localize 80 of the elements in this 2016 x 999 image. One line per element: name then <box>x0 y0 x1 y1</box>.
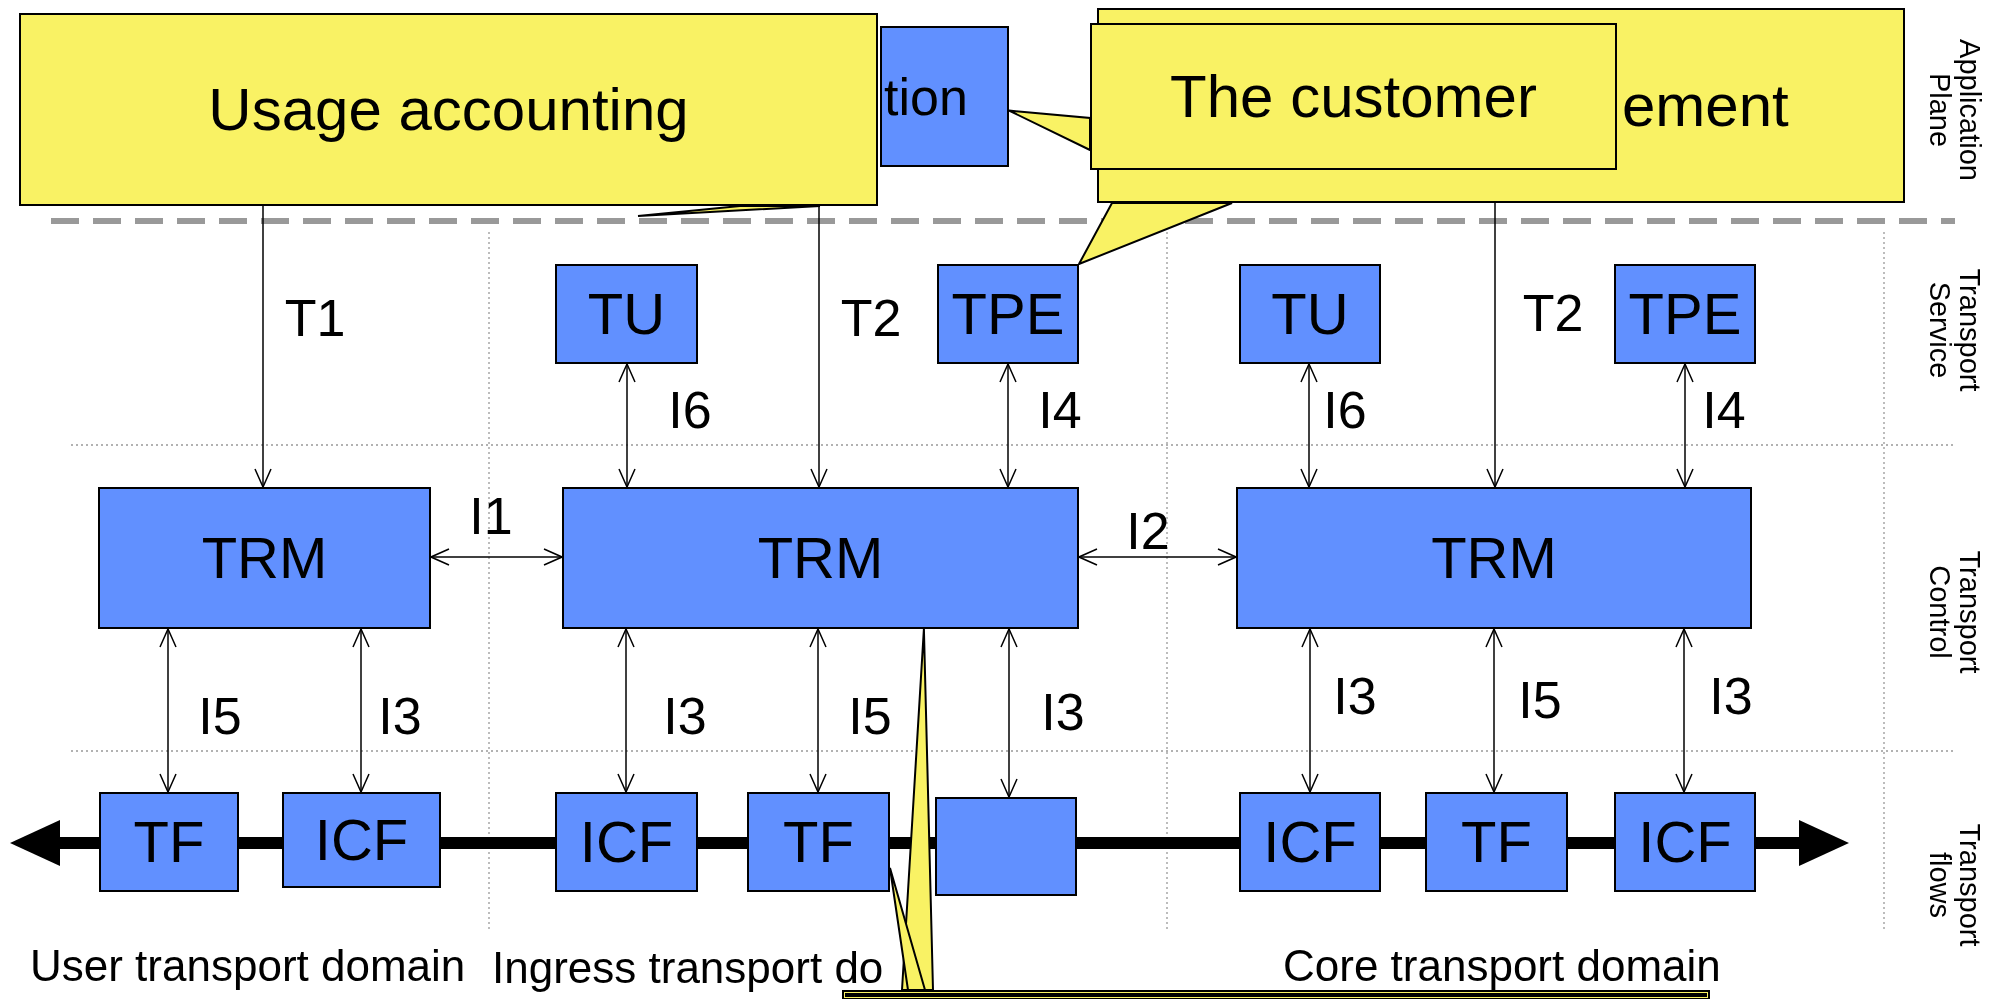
domain-label: Core transport domain <box>1283 944 1721 988</box>
edge-label: I3 <box>1041 686 1085 738</box>
callout-pointer <box>889 867 927 991</box>
process-box <box>1239 264 1381 364</box>
arrow <box>1078 548 1237 566</box>
node-label: TU <box>1271 285 1349 343</box>
node-label: tion <box>884 70 968 123</box>
arrow <box>809 628 827 793</box>
node-label: Usage accounting <box>208 79 689 140</box>
arrow <box>617 628 635 793</box>
row-label: Transport flows <box>1924 823 1986 947</box>
node-label: TRM <box>757 529 884 587</box>
node-label: ement <box>1622 75 1789 136</box>
callout-pointer <box>637 205 821 217</box>
process-box <box>1425 792 1568 892</box>
node-label: TF <box>133 813 205 871</box>
arrow <box>1300 363 1318 488</box>
row-label: Transport Control <box>1924 550 1986 674</box>
process-box <box>937 264 1079 364</box>
node-label: TPE <box>1628 285 1742 343</box>
node-label: The customer <box>1170 66 1537 127</box>
process-box <box>1236 487 1752 629</box>
empty-box <box>935 797 1077 896</box>
process-box <box>555 264 698 364</box>
node-label: TU <box>587 285 666 343</box>
process-box <box>1614 792 1756 892</box>
node-label: TRM <box>1431 529 1557 587</box>
edge-label: T2 <box>840 292 902 344</box>
edge-label: I6 <box>1323 384 1367 436</box>
edge-label: I5 <box>848 690 892 742</box>
edge-label: I1 <box>469 490 513 542</box>
arrow <box>1485 628 1503 793</box>
node-label: ICF <box>579 813 674 871</box>
edge-label: I4 <box>1702 384 1746 436</box>
arrow <box>810 205 828 488</box>
edge-label: I5 <box>1518 674 1562 726</box>
process-box <box>555 792 698 892</box>
callout-box <box>842 990 1710 999</box>
node-label: TF <box>1461 813 1532 871</box>
process-box <box>1614 264 1756 364</box>
edge-label: I6 <box>668 384 712 436</box>
process-box <box>282 792 441 888</box>
domain-label: Ingress transport do <box>492 946 884 990</box>
row-label: Transport Service <box>1924 268 1986 392</box>
node-label: ICF <box>1638 813 1732 871</box>
callout-pointer <box>1078 202 1233 265</box>
process-box <box>747 792 890 892</box>
node-label: ICF <box>314 811 409 869</box>
edge-label: I3 <box>1333 670 1377 722</box>
arrow <box>1486 202 1504 488</box>
edge-label: I3 <box>378 690 422 742</box>
arrow <box>1301 628 1319 793</box>
arrow <box>999 363 1017 488</box>
arrow <box>1000 628 1018 798</box>
arrow <box>254 205 272 488</box>
callout-pointer <box>1008 109 1091 151</box>
node-label: TPE <box>951 285 1065 343</box>
edge-label: I4 <box>1038 384 1082 436</box>
arrow <box>352 628 370 793</box>
edge-label: I3 <box>663 690 707 742</box>
process-box <box>99 792 239 892</box>
process-box <box>98 487 431 629</box>
node-label: ICF <box>1263 813 1357 871</box>
row-label: Application Plane <box>1924 39 1986 181</box>
process-box <box>880 26 1009 167</box>
arrow <box>618 363 636 488</box>
arrow <box>430 548 563 566</box>
node-label: TRM <box>201 529 328 587</box>
edge-label: I2 <box>1126 505 1170 557</box>
edge-label: T1 <box>284 292 346 344</box>
arrow <box>159 628 177 793</box>
process-box <box>562 487 1079 629</box>
edge-label: T2 <box>1522 287 1584 339</box>
edge-label: I3 <box>1709 670 1753 722</box>
arrow <box>1676 363 1694 488</box>
domain-label: User transport domain <box>30 944 466 988</box>
arrow <box>1675 628 1693 793</box>
edge-label: I5 <box>198 690 242 742</box>
node-label: TF <box>783 813 854 871</box>
process-box <box>1239 792 1381 892</box>
